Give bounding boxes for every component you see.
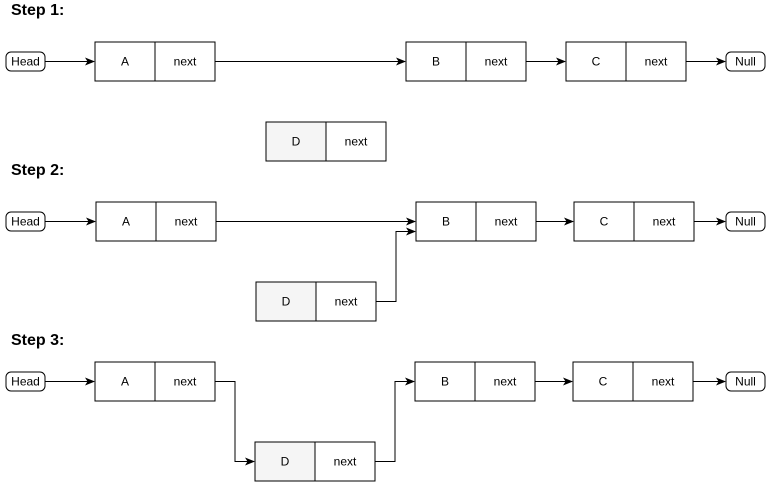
- d-to-b-arrow: [375, 377, 415, 462]
- a-to-d-arrow: [215, 381, 255, 466]
- node-value: B: [441, 375, 449, 389]
- null-terminator: Null: [725, 51, 766, 72]
- node-value: A: [121, 55, 129, 69]
- node-next-label: next: [653, 215, 676, 229]
- head-label: Head: [11, 55, 40, 69]
- step-2-title: Step 2:: [11, 162, 65, 179]
- node-next-label: next: [174, 375, 197, 389]
- list-node-b: B next: [415, 201, 537, 242]
- null-terminator: Null: [725, 371, 766, 392]
- node-value: B: [432, 55, 440, 69]
- step-2-group: Head A next B next C next D next: [5, 201, 766, 322]
- node-next-label: next: [652, 375, 675, 389]
- d-to-b-arrow: [376, 227, 416, 302]
- null-label: Null: [735, 375, 756, 389]
- head-pointer: Head: [5, 51, 46, 72]
- head-label: Head: [11, 375, 40, 389]
- step-3-title: Step 3:: [11, 332, 65, 349]
- null-label: Null: [735, 215, 756, 229]
- head-pointer: Head: [5, 211, 46, 232]
- node-value: A: [121, 375, 129, 389]
- head-label: Head: [11, 215, 40, 229]
- node-value: D: [282, 295, 291, 309]
- node-value: C: [600, 215, 609, 229]
- null-label: Null: [735, 55, 756, 69]
- node-next-label: next: [494, 375, 517, 389]
- list-node-c: C next: [565, 41, 687, 82]
- list-node-b: B next: [414, 361, 536, 402]
- list-node-a: A next: [94, 361, 216, 402]
- list-node-c: C next: [572, 361, 694, 402]
- list-node-c: C next: [573, 201, 695, 242]
- list-node-a: A next: [94, 41, 216, 82]
- list-node-d: D next: [265, 121, 387, 162]
- null-terminator: Null: [725, 211, 766, 232]
- step-1-group: Head A next B next C next D next: [5, 41, 766, 162]
- node-next-label: next: [174, 55, 197, 69]
- node-next-label: next: [495, 215, 518, 229]
- node-value: D: [292, 135, 301, 149]
- list-node-a: A next: [95, 201, 217, 242]
- step-1-title: Step 1:: [11, 2, 65, 19]
- node-next-label: next: [645, 55, 668, 69]
- list-node-b: B next: [405, 41, 527, 82]
- node-next-label: next: [335, 295, 358, 309]
- list-node-d: D next: [254, 441, 376, 482]
- node-value: D: [281, 455, 290, 469]
- node-next-label: next: [485, 55, 508, 69]
- node-next-label: next: [175, 215, 198, 229]
- node-next-label: next: [334, 455, 357, 469]
- node-value: C: [599, 375, 608, 389]
- node-value: A: [122, 215, 130, 229]
- node-next-label: next: [345, 135, 368, 149]
- node-value: B: [442, 215, 450, 229]
- step-3-group: Head A next B next C next D next: [5, 361, 766, 482]
- head-pointer: Head: [5, 371, 46, 392]
- node-value: C: [592, 55, 601, 69]
- list-node-d: D next: [255, 281, 377, 322]
